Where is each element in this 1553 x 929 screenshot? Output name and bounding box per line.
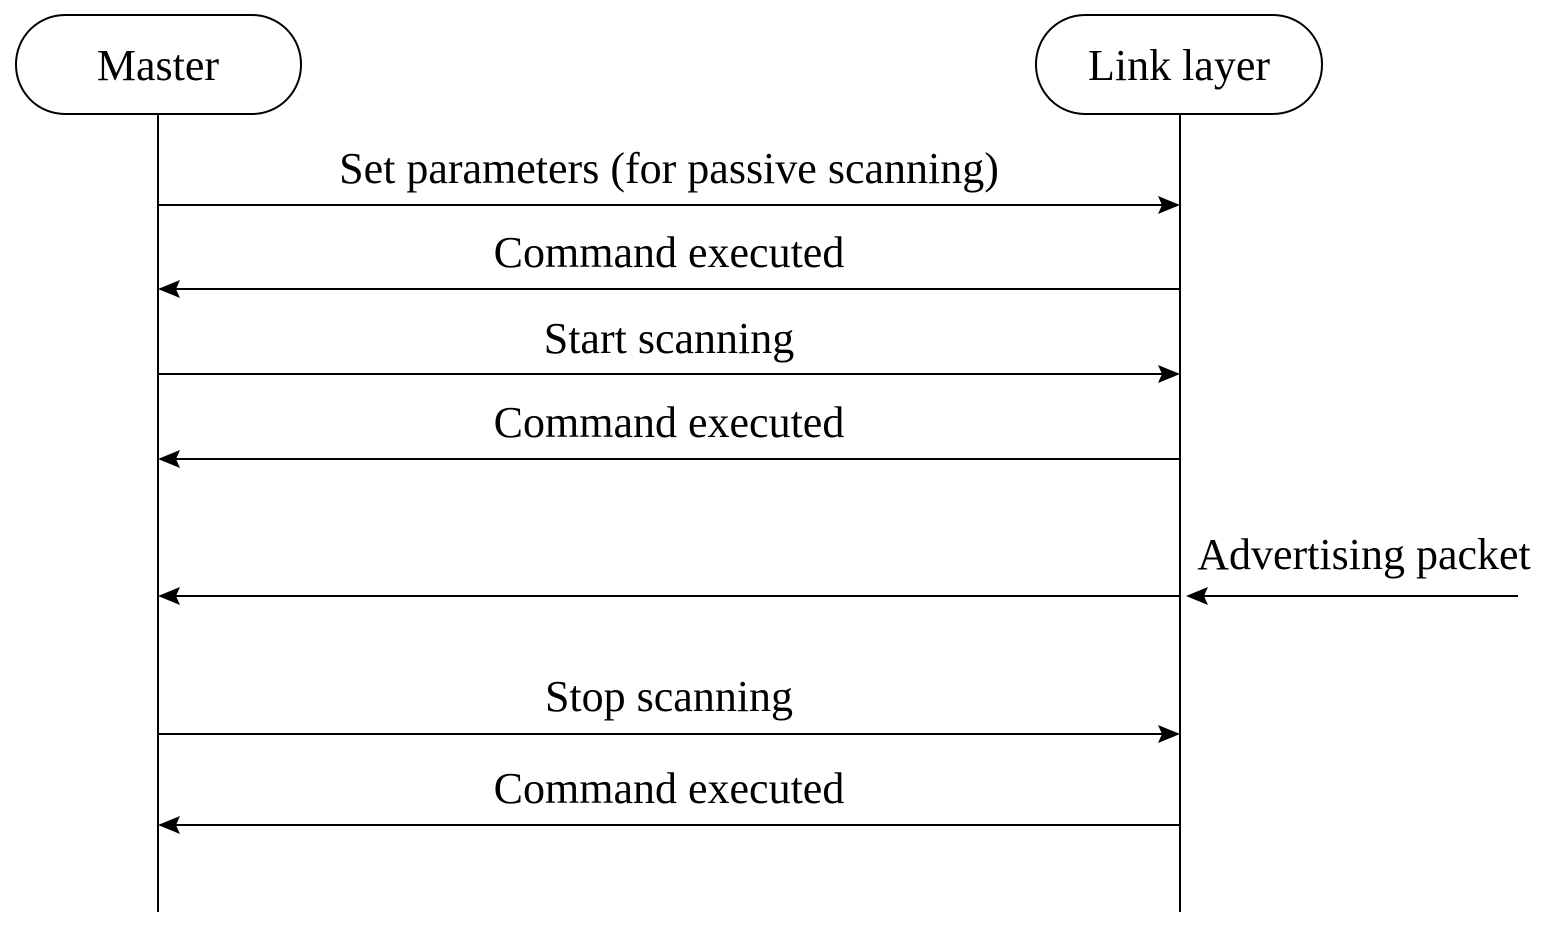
participant-master-label: Master [97, 41, 220, 90]
arrowhead-left [1186, 587, 1208, 605]
message-advertising-packet: Advertising packet [158, 530, 1531, 605]
arrowhead-left [158, 816, 180, 834]
message-advertising-packet-label: Advertising packet [1197, 530, 1531, 579]
message-start-scanning-label: Start scanning [544, 314, 795, 363]
arrowhead-right [1158, 196, 1180, 214]
message-command-executed-2: Command executed [158, 398, 1180, 468]
message-command-executed-1-label: Command executed [494, 228, 845, 277]
arrowhead-right [1158, 725, 1180, 743]
message-command-executed-2-label: Command executed [494, 398, 845, 447]
message-set-parameters-label: Set parameters (for passive scanning) [339, 144, 999, 193]
message-command-executed-3: Command executed [158, 764, 1180, 834]
message-command-executed-1: Command executed [158, 228, 1180, 298]
arrowhead-left [158, 450, 180, 468]
participant-link-layer-label: Link layer [1088, 41, 1270, 90]
message-set-parameters: Set parameters (for passive scanning) [158, 144, 1180, 214]
message-command-executed-3-label: Command executed [494, 764, 845, 813]
arrowhead-right [1158, 365, 1180, 383]
arrowhead-left [158, 587, 180, 605]
arrowhead-left [158, 280, 180, 298]
message-stop-scanning: Stop scanning [158, 672, 1180, 743]
message-stop-scanning-label: Stop scanning [545, 672, 793, 721]
message-start-scanning: Start scanning [158, 314, 1180, 383]
participant-master: Master [15, 14, 302, 115]
participant-link-layer: Link layer [1035, 14, 1323, 115]
